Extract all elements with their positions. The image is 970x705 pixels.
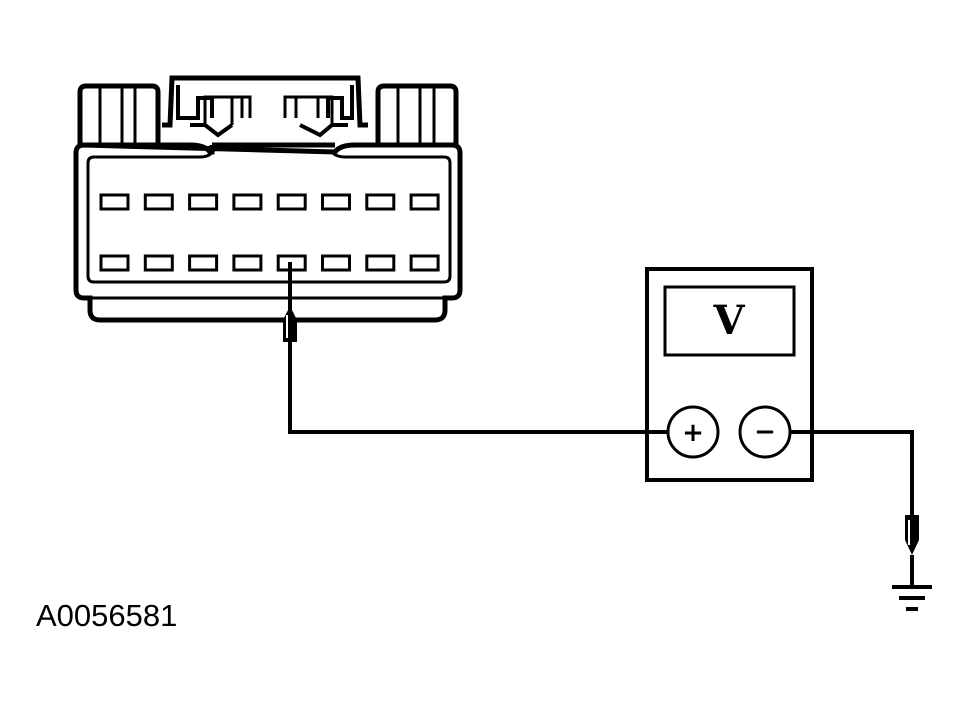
pin-cavity	[99, 254, 130, 272]
positive-terminal-label: +	[682, 418, 704, 448]
pin-cavity	[143, 254, 174, 272]
connector-left-ear	[77, 83, 161, 145]
voltmeter: V + −	[645, 267, 814, 482]
pin-cavity	[232, 254, 263, 272]
connector-face	[86, 149, 452, 284]
pin-cavity	[99, 193, 130, 211]
pin-cavity	[276, 193, 307, 211]
voltmeter-display	[663, 285, 796, 357]
voltmeter-body	[645, 267, 814, 482]
voltmeter-symbol: V	[712, 297, 745, 344]
pin-cavity	[143, 193, 174, 211]
negative-lead	[790, 430, 932, 611]
pin-cavity	[321, 254, 351, 272]
pin-cavity	[232, 193, 263, 211]
pin-cavity	[365, 254, 396, 272]
probe-tip-icon	[283, 306, 297, 342]
connector-body	[73, 142, 463, 323]
positive-lead	[283, 262, 668, 434]
pin-cavity	[188, 254, 219, 272]
connector-latch	[162, 75, 368, 128]
connector	[73, 75, 463, 323]
pin-cavity	[409, 254, 440, 272]
negative-terminal: −	[738, 405, 792, 459]
probe-tip-icon	[905, 515, 919, 555]
pin-cavity	[409, 193, 440, 211]
negative-terminal-label: −	[754, 417, 776, 447]
connector-right-ear	[375, 83, 459, 145]
figure-id: A0056581	[36, 598, 178, 633]
connector-pins	[99, 193, 440, 272]
pin-cavity	[188, 193, 219, 211]
pin-cavity	[365, 193, 396, 211]
pin-cavity	[321, 193, 351, 211]
positive-terminal: +	[666, 405, 720, 459]
ground-symbol-icon	[892, 585, 932, 611]
